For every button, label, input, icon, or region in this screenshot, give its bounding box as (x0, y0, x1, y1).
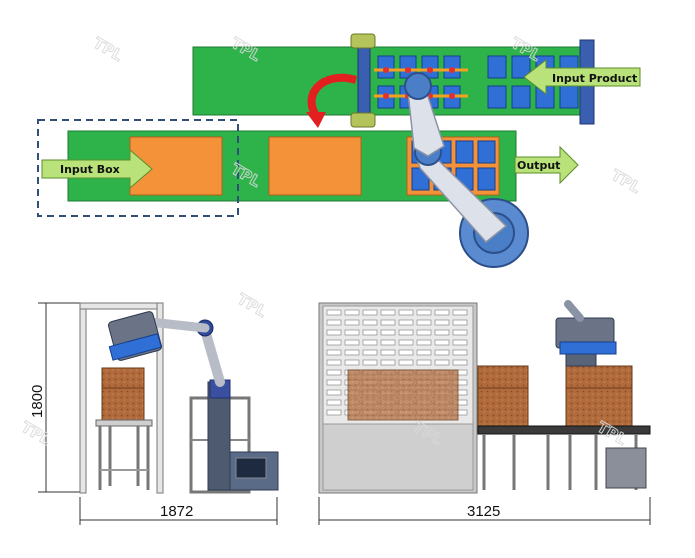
cage-mesh-slot (416, 329, 432, 336)
cage-door-panel (322, 423, 474, 491)
cage-mesh-slot (380, 339, 396, 346)
pick-station-clamp-top (350, 33, 376, 49)
cage-mesh-slot (416, 349, 432, 356)
pick-station-clamp-bottom (350, 112, 376, 128)
plan-view: Input Product Input Box Output (37, 33, 641, 268)
right-elevation-view: 3125 (318, 300, 651, 525)
carton-stack-behind-cage (347, 369, 459, 421)
cage-mesh-slot (326, 359, 342, 366)
cage-mesh-slot (344, 339, 360, 346)
cage-mesh-slot (344, 309, 360, 316)
cage-mesh-slot (416, 319, 432, 326)
cage-mesh-slot (326, 309, 342, 316)
height-dimension: 1800 (29, 385, 46, 418)
cage-mesh-slot (416, 359, 432, 366)
safety-frame-right-post (156, 302, 164, 494)
cobot-gripper-products-left (108, 333, 162, 361)
cage-mesh-slot (362, 329, 378, 336)
carton-left (101, 367, 145, 421)
input-box-arrow (41, 148, 153, 190)
cage-mesh-slot (326, 319, 342, 326)
cage-mesh-slot (434, 339, 450, 346)
cage-mesh-slot (398, 319, 414, 326)
left-elevation-view: 1800 1872 (29, 302, 279, 525)
cage-mesh-slot (452, 349, 468, 356)
cage-mesh-slot (380, 319, 396, 326)
cage-mesh-slot (434, 349, 450, 356)
rotation-arrow-head (306, 112, 326, 128)
cage-mesh-slot (398, 309, 414, 316)
safety-frame-top (79, 302, 164, 310)
cage-mesh-slot (416, 309, 432, 316)
safety-frame-left-post (79, 302, 87, 494)
rotation-arrow (307, 74, 358, 121)
cage-mesh-slot (362, 359, 378, 366)
cage-mesh-slot (434, 319, 450, 326)
carton-right-2 (565, 365, 633, 427)
cage-mesh-slot (326, 339, 342, 346)
cage-mesh-slot (380, 329, 396, 336)
box-table-legs (98, 426, 150, 490)
carton-right-1 (477, 365, 529, 427)
cage-mesh-slot (452, 309, 468, 316)
cage-mesh-slot (380, 349, 396, 356)
input-box-label: Input Box (60, 163, 120, 176)
cage-mesh-slot (452, 359, 468, 366)
cobot-forearm-link (145, 317, 210, 333)
cobot-right-arm (564, 300, 584, 322)
cobot-upper-link (200, 325, 225, 387)
cage-mesh-slot (326, 399, 342, 406)
cage-mesh-slot (434, 329, 450, 336)
output-arrow (514, 145, 579, 185)
cobot-controller-screen (235, 457, 267, 479)
cage-mesh-slot (398, 359, 414, 366)
cage-mesh-slot (326, 349, 342, 356)
cage-mesh-slot (362, 349, 378, 356)
input-product-arrow (523, 58, 641, 96)
robot-wrist (404, 72, 432, 100)
left-width-dimension: 1872 (160, 503, 193, 520)
gripper-pins (383, 67, 455, 99)
cage-mesh-slot (380, 309, 396, 316)
box-table-top (95, 419, 153, 427)
cage-mesh-slot (326, 329, 342, 336)
cage-mesh-slot (326, 379, 342, 386)
watermark: TPL (18, 418, 54, 449)
cage-mesh-slot (344, 329, 360, 336)
watermark: TPL (90, 34, 126, 65)
cage-mesh-slot (452, 319, 468, 326)
cage-mesh-slot (362, 339, 378, 346)
cage-mesh-slot (416, 339, 432, 346)
cage-mesh-slot (380, 359, 396, 366)
cage-mesh-slot (452, 339, 468, 346)
cage-mesh-slot (344, 349, 360, 356)
cage-mesh-slot (326, 369, 342, 376)
input-product-label: Input Product (552, 72, 637, 85)
cage-mesh-slot (362, 309, 378, 316)
cage-mesh-slot (398, 339, 414, 346)
input-box-zone (37, 119, 239, 217)
cage-mesh-slot (326, 409, 342, 416)
output-label: Output (517, 159, 560, 172)
cage-mesh-slot (398, 329, 414, 336)
right-width-dimension: 3125 (467, 503, 500, 520)
cobot-right-products (559, 341, 617, 355)
empty-box-2 (268, 136, 362, 196)
output-conveyor-top (477, 425, 651, 435)
cage-mesh-slot (344, 359, 360, 366)
cobot-left (108, 311, 279, 494)
cage-mesh-slot (452, 329, 468, 336)
cage-mesh-slot (398, 349, 414, 356)
cage-mesh-slot (434, 309, 450, 316)
cobot-controller-right (605, 447, 647, 489)
cage-mesh-slot (326, 389, 342, 396)
cage-mesh-slot (344, 319, 360, 326)
watermark: TPL (234, 290, 270, 321)
cage-mesh-slot (434, 359, 450, 366)
watermark: TPL (608, 166, 644, 197)
cage-mesh-slot (362, 319, 378, 326)
pick-station-frame (357, 45, 371, 119)
